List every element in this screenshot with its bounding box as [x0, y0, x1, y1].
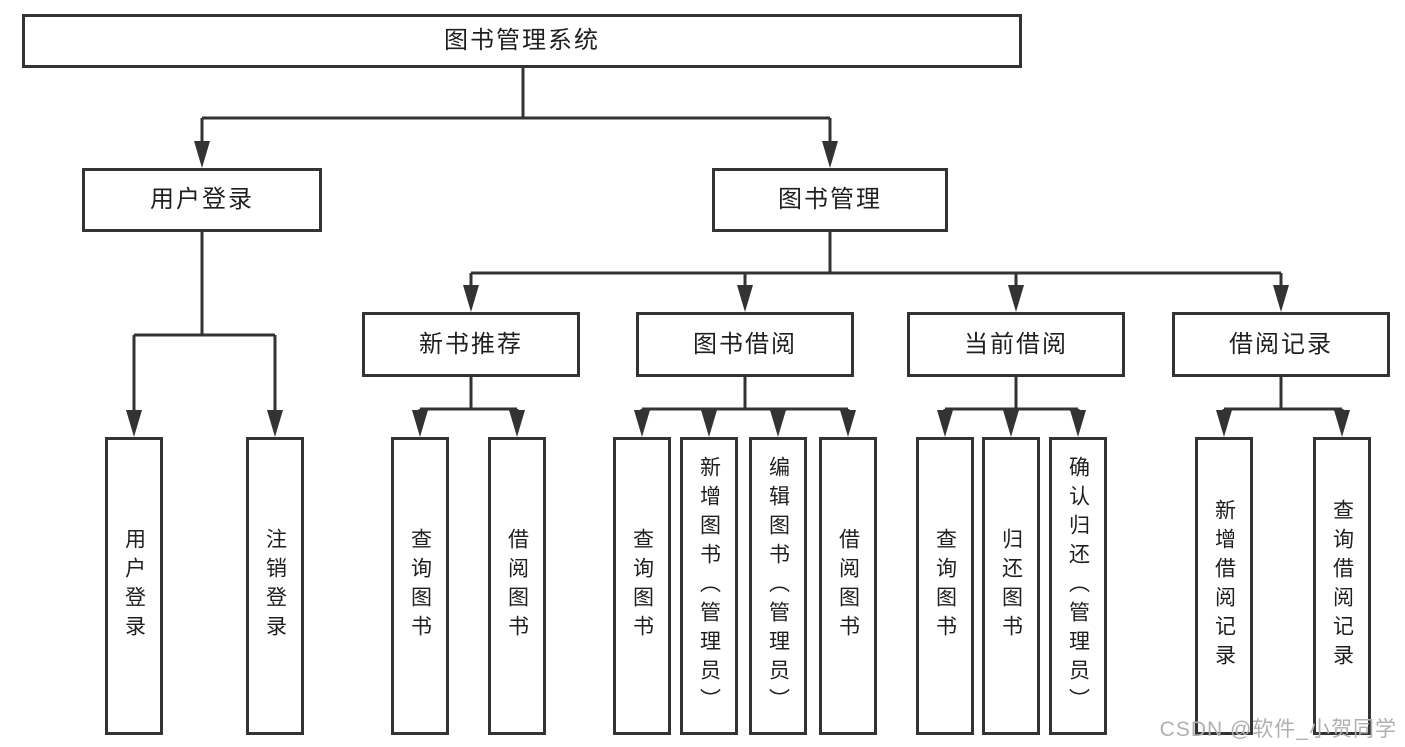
leaf-query-borrow-record: 查询借阅记录 — [1313, 437, 1371, 735]
node-label: 归还图书 — [999, 528, 1023, 644]
node-user-login: 用户登录 — [82, 168, 322, 232]
node-label: 用户登录 — [122, 528, 146, 644]
arrow-down-icon — [1273, 285, 1289, 312]
node-label: 用户登录 — [150, 186, 254, 213]
arrow-down-icon — [194, 141, 210, 168]
node-label: 图书管理 — [778, 186, 882, 213]
leaf-edit-book-admin: 编辑图书（管理员） — [749, 437, 807, 735]
edges-root-to-level2 — [194, 68, 838, 168]
node-label: 新增借阅记录 — [1212, 499, 1236, 673]
node-label: 新书推荐 — [419, 330, 523, 358]
node-library-management-system: 图书管理系统 — [22, 14, 1022, 68]
node-label: 查询图书 — [630, 528, 654, 644]
leaf-return-books: 归还图书 — [982, 437, 1040, 735]
node-label: 查询图书 — [408, 528, 432, 644]
node-label: 注销登录 — [263, 528, 287, 644]
edges-borrowing-records-to-leaves — [1216, 377, 1350, 437]
node-label: 借阅记录 — [1229, 330, 1333, 358]
edges-new-book-recommend-to-leaves — [412, 377, 525, 437]
arrow-down-icon — [737, 285, 753, 312]
edge-line — [132, 232, 277, 420]
node-label: 确认归还（管理员） — [1066, 455, 1090, 717]
node-label: 当前借阅 — [964, 330, 1068, 358]
arrow-down-icon — [1216, 410, 1232, 437]
arrow-down-icon — [126, 410, 142, 437]
arrow-down-icon — [267, 410, 283, 437]
node-current-borrowing: 当前借阅 — [907, 312, 1125, 377]
arrow-down-icon — [937, 410, 953, 437]
arrow-down-icon — [1070, 410, 1086, 437]
arrow-down-icon — [1003, 410, 1019, 437]
node-label: 图书管理系统 — [444, 27, 600, 54]
leaf-add-book-admin: 新增图书（管理员） — [680, 437, 738, 735]
node-borrowing-records: 借阅记录 — [1172, 312, 1390, 377]
node-label: 图书借阅 — [693, 330, 797, 358]
node-label: 新增图书（管理员） — [697, 455, 721, 717]
leaf-query-books-borrowing: 查询图书 — [613, 437, 671, 735]
node-label: 编辑图书（管理员） — [766, 455, 790, 717]
leaf-borrow-books-borrowing: 借阅图书 — [819, 437, 877, 735]
node-label: 查询图书 — [933, 528, 957, 644]
leaf-query-books-current: 查询图书 — [916, 437, 974, 735]
arrow-down-icon — [1008, 285, 1024, 312]
edge-line — [418, 377, 519, 418]
edge-line — [1222, 377, 1344, 418]
edges-book-management-to-level3 — [463, 232, 1289, 312]
leaf-add-borrow-record: 新增借阅记录 — [1195, 437, 1253, 735]
edge-line — [200, 68, 832, 150]
arrow-down-icon — [822, 141, 838, 168]
leaf-borrow-books-recommend: 借阅图书 — [488, 437, 546, 735]
node-book-management: 图书管理 — [712, 168, 948, 232]
edge-line — [640, 377, 850, 418]
leaf-logout: 注销登录 — [246, 437, 304, 735]
leaf-user-login: 用户登录 — [105, 437, 163, 735]
node-label: 借阅图书 — [836, 528, 860, 644]
edges-book-borrowing-to-leaves — [634, 377, 856, 437]
arrow-down-icon — [634, 410, 650, 437]
node-new-book-recommend: 新书推荐 — [362, 312, 580, 377]
node-label: 查询借阅记录 — [1330, 499, 1354, 673]
arrow-down-icon — [840, 410, 856, 437]
leaf-query-books-recommend: 查询图书 — [391, 437, 449, 735]
arrow-down-icon — [412, 410, 428, 437]
arrow-down-icon — [1334, 410, 1350, 437]
edges-current-borrowing-to-leaves — [937, 377, 1086, 437]
edge-line — [469, 232, 1283, 295]
leaf-confirm-return-admin: 确认归还（管理员） — [1049, 437, 1107, 735]
arrow-down-icon — [701, 410, 717, 437]
arrow-down-icon — [770, 410, 786, 437]
edges-user-login-to-leaves — [126, 232, 283, 437]
watermark-csdn: CSDN @软件_小贺同学 — [1159, 718, 1397, 741]
arrow-down-icon — [463, 285, 479, 312]
node-label: 借阅图书 — [505, 528, 529, 644]
arrow-down-icon — [509, 410, 525, 437]
node-book-borrowing: 图书借阅 — [636, 312, 854, 377]
